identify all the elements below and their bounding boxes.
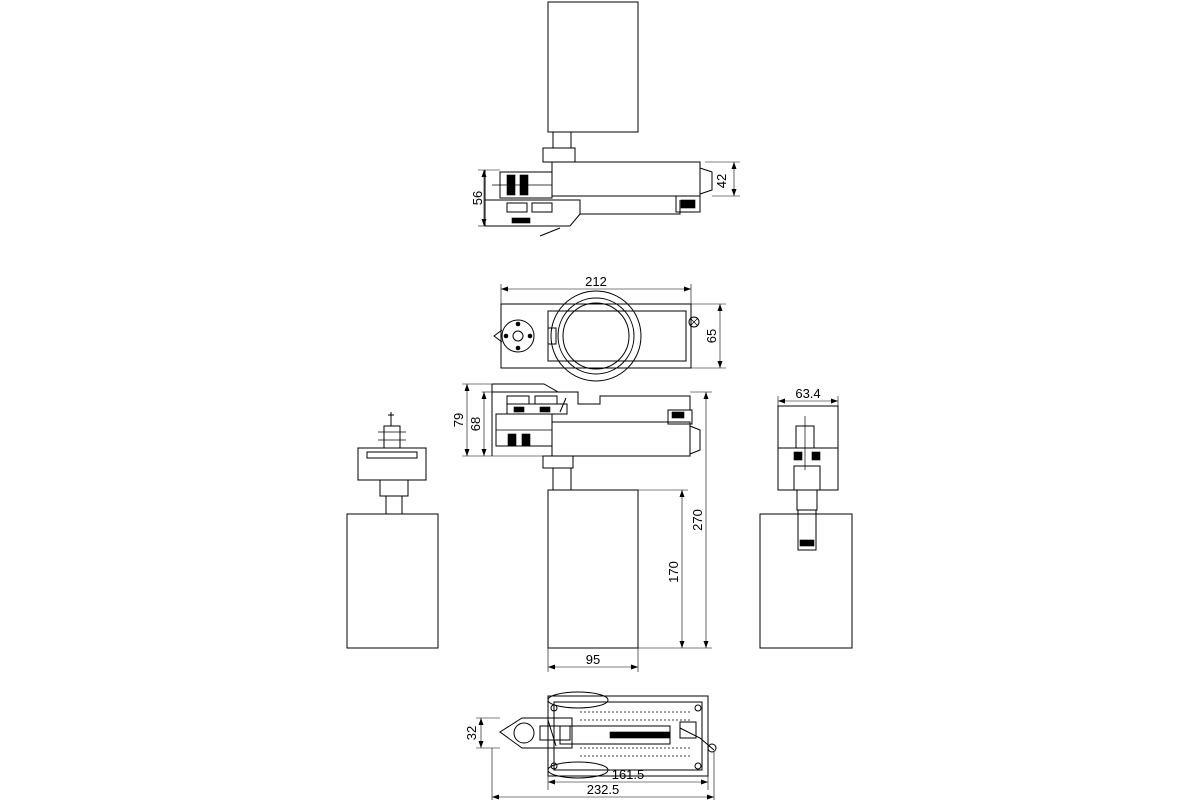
view-right-side: 63.4 xyxy=(759,386,853,649)
dim-95: 95 xyxy=(586,652,600,667)
view-plan: 212 65 xyxy=(493,274,726,382)
dim-232-5: 232.5 xyxy=(587,782,620,797)
dim-63-4: 63.4 xyxy=(795,386,820,401)
view-left-side xyxy=(346,412,439,649)
dim-56: 56 xyxy=(470,191,485,205)
view-front-elevation: 79 68 270 170 95 xyxy=(451,383,712,672)
dim-170: 170 xyxy=(666,561,681,583)
dim-161-5: 161.5 xyxy=(612,767,645,782)
dim-65: 65 xyxy=(704,329,719,343)
dim-212: 212 xyxy=(585,274,607,289)
dim-32: 32 xyxy=(464,726,479,740)
view-top-elevation: 56 42 xyxy=(470,1,740,237)
dim-68: 68 xyxy=(468,417,483,431)
dim-270: 270 xyxy=(690,509,705,531)
view-bottom: 32 161.5 232.5 xyxy=(464,691,717,800)
dim-79: 79 xyxy=(451,413,466,427)
dim-42: 42 xyxy=(714,174,729,188)
